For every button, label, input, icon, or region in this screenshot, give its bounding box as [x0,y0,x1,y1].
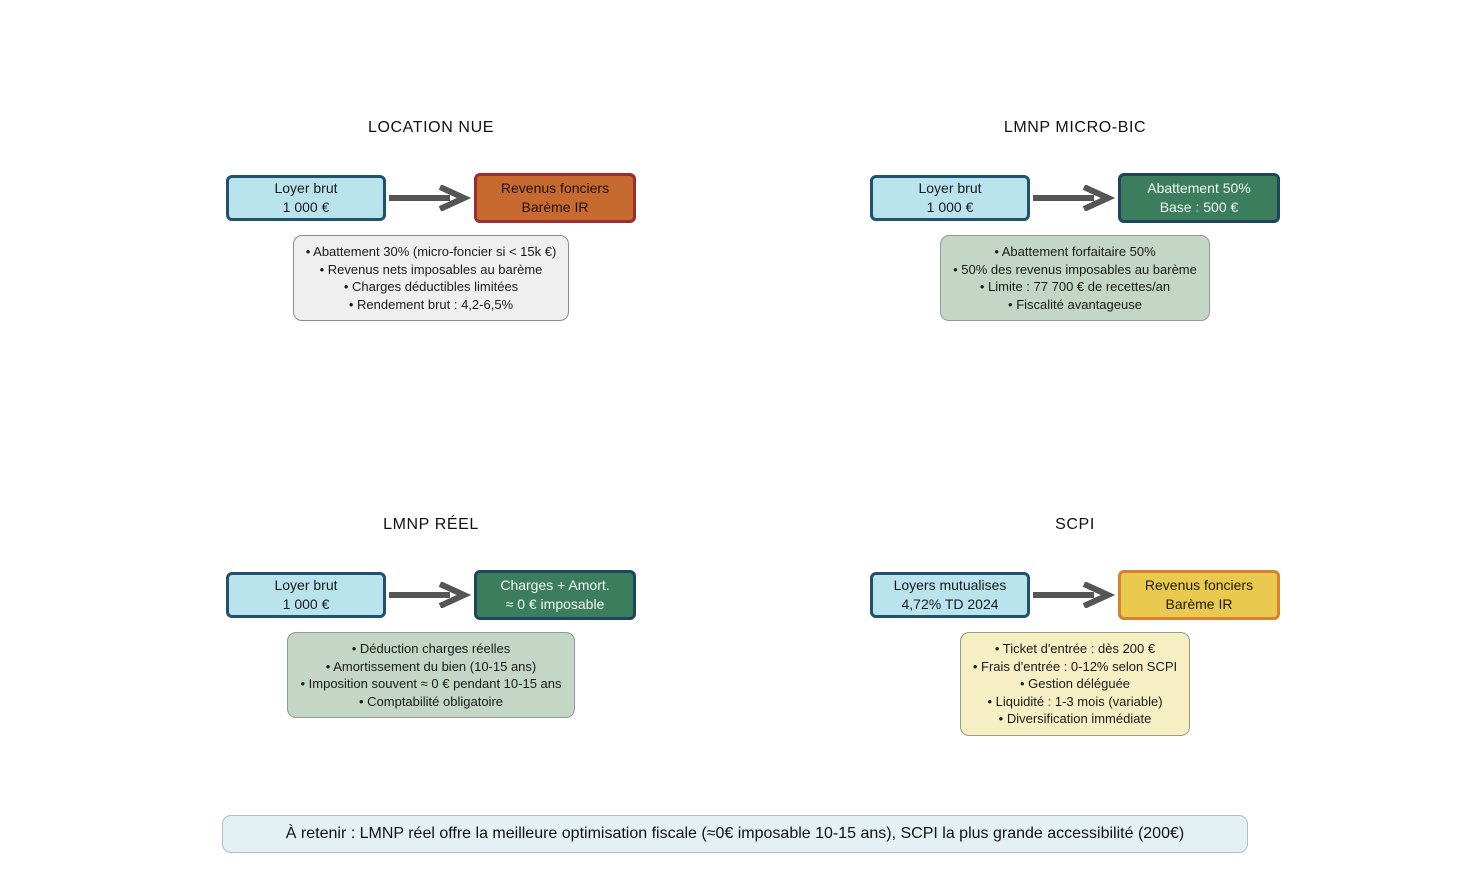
source-box: Loyers mutualises 4,72% TD 2024 [870,572,1030,618]
bullet-line: • Abattement forfaitaire 50% [994,244,1156,259]
bullet-line: • Fiscalité avantageuse [1008,296,1142,312]
bullet-line: • Revenus nets imposables au barème [319,261,543,277]
bullet-line: • 50% des revenus imposables au barème [953,261,1197,277]
quadrant-title: LMNP RÉEL [383,516,479,533]
source-line2: 1 000 € [282,199,330,215]
bullet-line: • Ticket d'entrée : dès 200 € [994,641,1156,656]
quadrant-title: LOCATION NUE [367,119,495,136]
flow-row: Loyer brut 1 000 € Abattement 50% Base :… [869,173,1281,223]
result-box: Revenus fonciers Barème IR [474,173,636,223]
flow-row: Loyer brut 1 000 € Revenus fonciers Barè… [225,173,637,223]
source-line2: 1 000 € [282,596,330,612]
quadrant-location-nue: LOCATION NUE Loyer brut 1 000 € Revenus … [225,108,637,321]
details-box: • Ticket d'entrée : dès 200 € • Frais d'e… [959,632,1191,736]
quadrant-title: SCPI [1055,516,1095,533]
source-box: Loyer brut 1 000 € [226,572,386,618]
result-line2: Barème IR [521,199,589,215]
result-box: Revenus fonciers Barème IR [1118,570,1280,620]
bullet-line: • Limite : 77 700 € de recettes/an [979,279,1171,294]
source-line1: Loyer brut [274,180,338,196]
source-line2: 4,72% TD 2024 [901,596,999,612]
bullet-line: • Imposition souvent ≈ 0 € pendant 10-15… [300,676,562,691]
result-line1: Revenus fonciers [1144,577,1254,593]
flow-row: Loyer brut 1 000 € Charges + Amort. ≈ 0 … [225,570,637,620]
arrow-right-icon [1033,582,1116,608]
result-box: Charges + Amort. ≈ 0 € imposable [474,570,636,620]
source-line1: Loyer brut [274,577,338,593]
source-line1: Loyers mutualises [893,577,1007,593]
bullet-line: • Liquidité : 1-3 mois (variable) [987,693,1163,709]
bullet-line: • Diversification immédiate [998,711,1152,726]
bullet-line: • Déduction charges réelles [351,641,511,656]
result-line2: ≈ 0 € imposable [505,596,605,612]
bullet-line: • Rendement brut : 4,2-6,5% [348,296,514,312]
source-box: Loyer brut 1 000 € [226,175,386,221]
source-line2: 1 000 € [926,199,974,215]
result-line2: Base : 500 € [1159,199,1239,215]
details-box: • Abattement 30% (micro-foncier si < 15k… [292,235,570,321]
source-line1: Loyer brut [918,180,982,196]
quadrant-lmnp-micro-bic: LMNP MICRO-BIC Loyer brut 1 000 € Abatte… [869,108,1281,321]
quadrant-scpi: SCPI Loyers mutualises 4,72% TD 2024 Rev… [869,505,1281,736]
bullet-line: • Charges déductibles limitées [343,279,519,294]
bullet-line: • Comptabilité obligatoire [358,693,503,709]
result-line2: Barème IR [1165,596,1233,612]
flow-row: Loyers mutualises 4,72% TD 2024 Revenus … [869,570,1281,620]
bullet-line: • Abattement 30% (micro-foncier si < 15k… [305,244,557,259]
bullet-line: • Frais d'entrée : 0-12% selon SCPI [972,658,1178,674]
details-box: • Déduction charges réelles • Amortisseme… [287,632,575,718]
arrow-right-icon [389,582,472,608]
bullet-line: • Gestion déléguée [1019,676,1131,691]
arrow-right-icon [389,185,472,211]
result-line1: Charges + Amort. [500,577,610,593]
takeaway-note: À retenir : LMNP réel offre la meilleure… [222,815,1248,853]
result-box: Abattement 50% Base : 500 € [1118,173,1280,223]
result-line1: Revenus fonciers [500,180,610,196]
quadrant-title: LMNP MICRO-BIC [1003,119,1147,136]
source-box: Loyer brut 1 000 € [870,175,1030,221]
takeaway-note-text: À retenir : LMNP réel offre la meilleure… [285,825,1185,842]
result-line1: Abattement 50% [1147,180,1251,196]
quadrant-lmnp-reel: LMNP RÉEL Loyer brut 1 000 € Charges + A… [225,505,637,718]
bullet-line: • Amortissement du bien (10-15 ans) [325,658,537,674]
details-box: • Abattement forfaitaire 50% • 50% des re… [940,235,1210,321]
arrow-right-icon [1033,185,1116,211]
